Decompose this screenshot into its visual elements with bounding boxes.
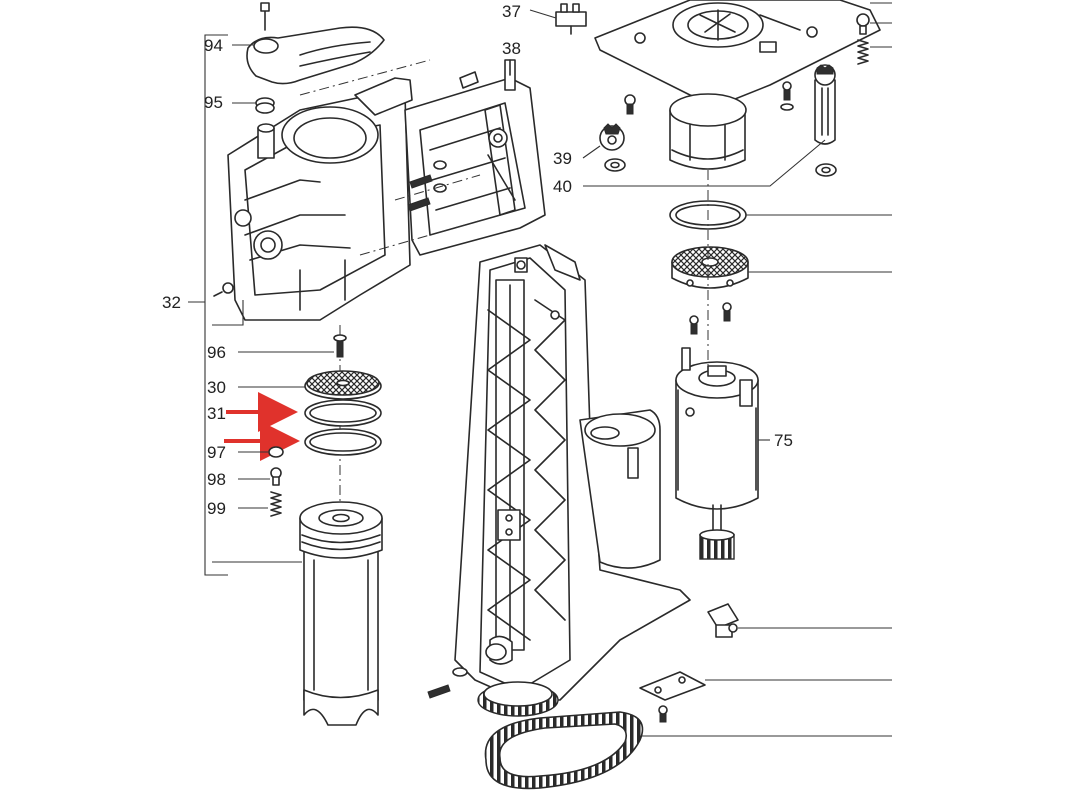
leader-housing [212,300,244,326]
part-38-frame [404,59,546,256]
microswitch [707,603,892,638]
red-arrows [224,392,300,461]
label-96: 96 [207,343,226,362]
label-97: 97 [207,443,226,462]
label-40: 40 [553,177,572,196]
label-95: 95 [204,93,223,112]
brew-unit-housing [213,71,479,321]
part-98-pin [238,467,282,486]
top-right-fasteners [856,2,892,65]
part-94-lever [246,2,385,85]
part-96-screw [238,334,347,358]
part-75-electric-motor [675,347,770,560]
o-ring-lower [304,428,382,456]
label-32: 32 [162,293,181,312]
part-95-spring [255,97,275,114]
label-39: 39 [553,149,572,168]
part-30-filter-disc [238,370,382,400]
label-38: 38 [502,39,521,58]
leader-40 [583,139,826,187]
part-39-gear [599,123,625,151]
label-37: 37 [502,2,521,21]
part-97-nut [238,446,284,458]
axis-housing-1 [299,59,431,96]
axis-housing-2 [359,214,501,256]
central-drive-tower [454,244,691,701]
leader-39 [582,145,601,159]
label-30: 30 [207,378,226,397]
top-mounting-plate [594,0,881,106]
filter-cap-right [671,246,892,289]
label-99: 99 [207,499,226,518]
bracket-32 [188,34,228,576]
label-31: 31 [207,404,226,423]
gear-motor [669,93,747,170]
label-98: 98 [207,470,226,489]
part-31-o-ring [304,399,382,427]
label-94: 94 [204,36,223,55]
drive-belt [484,711,892,790]
screws-under-cap [689,302,732,335]
axis-housing-3 [394,174,481,201]
tower-screw [427,667,468,699]
shaft-with-gear [814,64,836,145]
o-ring-right [669,200,892,230]
small-fasteners [604,81,837,177]
part-37-connector [529,3,587,35]
sensor-plate [639,671,892,723]
brew-chamber-cylinder [212,501,383,726]
tower-bottom-gear [477,681,559,717]
label-75: 75 [774,431,793,450]
part-99-spring [238,491,282,517]
